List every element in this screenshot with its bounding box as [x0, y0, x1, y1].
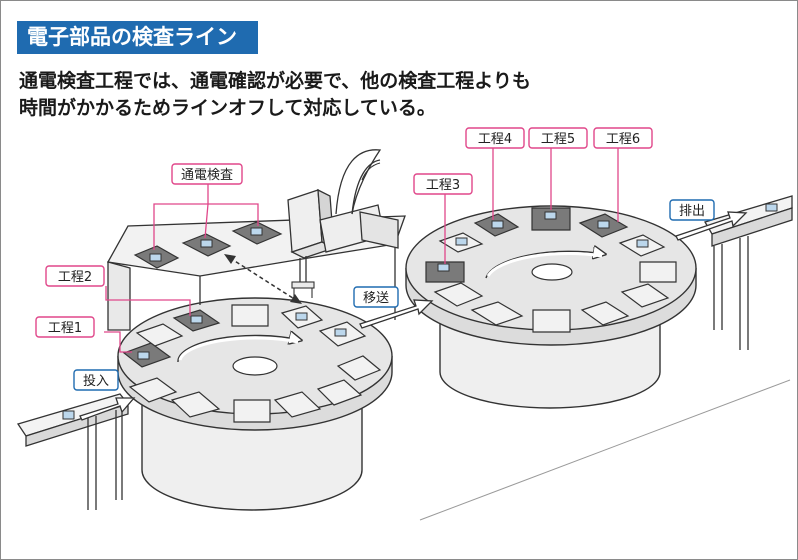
arrow-haishutsu	[675, 211, 748, 241]
label-text-koutei6: 工程6	[606, 132, 640, 147]
chip-koutei3	[437, 263, 450, 272]
left-trays	[122, 304, 382, 423]
label-text-koutei2: 工程2	[58, 270, 92, 285]
chip-koutei2	[190, 315, 203, 324]
chip-koutei5	[544, 211, 557, 220]
leader-lines	[104, 148, 619, 353]
arrow-tounyuu	[79, 397, 136, 421]
flow-arrows	[79, 211, 748, 421]
turntable-right	[405, 205, 697, 409]
label-tounyuu: 投入	[73, 369, 119, 391]
chip-koutei6	[597, 220, 610, 229]
label-text-haishutsu: 排出	[679, 204, 705, 219]
description-line-1: 通電検査工程では、通電確認が必要で、他の検査工程よりも	[19, 70, 531, 92]
label-text-koutei5: 工程5	[541, 132, 575, 147]
label-haishutsu: 排出	[669, 199, 715, 221]
chip-koutei4	[491, 220, 504, 229]
input-chip	[62, 410, 75, 420]
tray-koutei3	[425, 261, 465, 283]
arrow-isou	[359, 299, 434, 329]
input-conveyor	[16, 393, 130, 510]
output-conveyor	[704, 195, 793, 350]
label-text-koutei4: 工程4	[478, 132, 512, 147]
label-koutei3: 工程3	[413, 173, 473, 195]
label-text-tsuden-kensa: 通電検査	[181, 168, 233, 183]
figure-title: 電子部品の検査ライン	[17, 21, 258, 54]
label-koutei5: 工程5	[528, 127, 588, 149]
label-text-koutei3: 工程3	[426, 178, 460, 193]
output-chip	[765, 203, 778, 212]
label-koutei1: 工程1	[35, 316, 95, 338]
label-text-tounyuu: 投入	[83, 373, 109, 389]
description-line-2: 時間がかかるためラインオフして対応している。	[19, 97, 436, 119]
right-trays	[425, 207, 677, 333]
floor-line	[419, 379, 791, 521]
label-tsuden-kensa: 通電検査	[171, 163, 243, 185]
label-text-koutei1: 工程1	[48, 321, 82, 336]
power-test-transfer-arrow	[224, 254, 302, 304]
chip-koutei1	[137, 351, 150, 360]
label-koutei6: 工程6	[593, 127, 653, 149]
label-koutei4: 工程4	[465, 127, 525, 149]
robot-arm	[287, 149, 399, 298]
label-isou: 移送	[353, 286, 399, 308]
label-text-isou: 移送	[363, 291, 389, 306]
label-koutei2: 工程2	[45, 265, 105, 287]
